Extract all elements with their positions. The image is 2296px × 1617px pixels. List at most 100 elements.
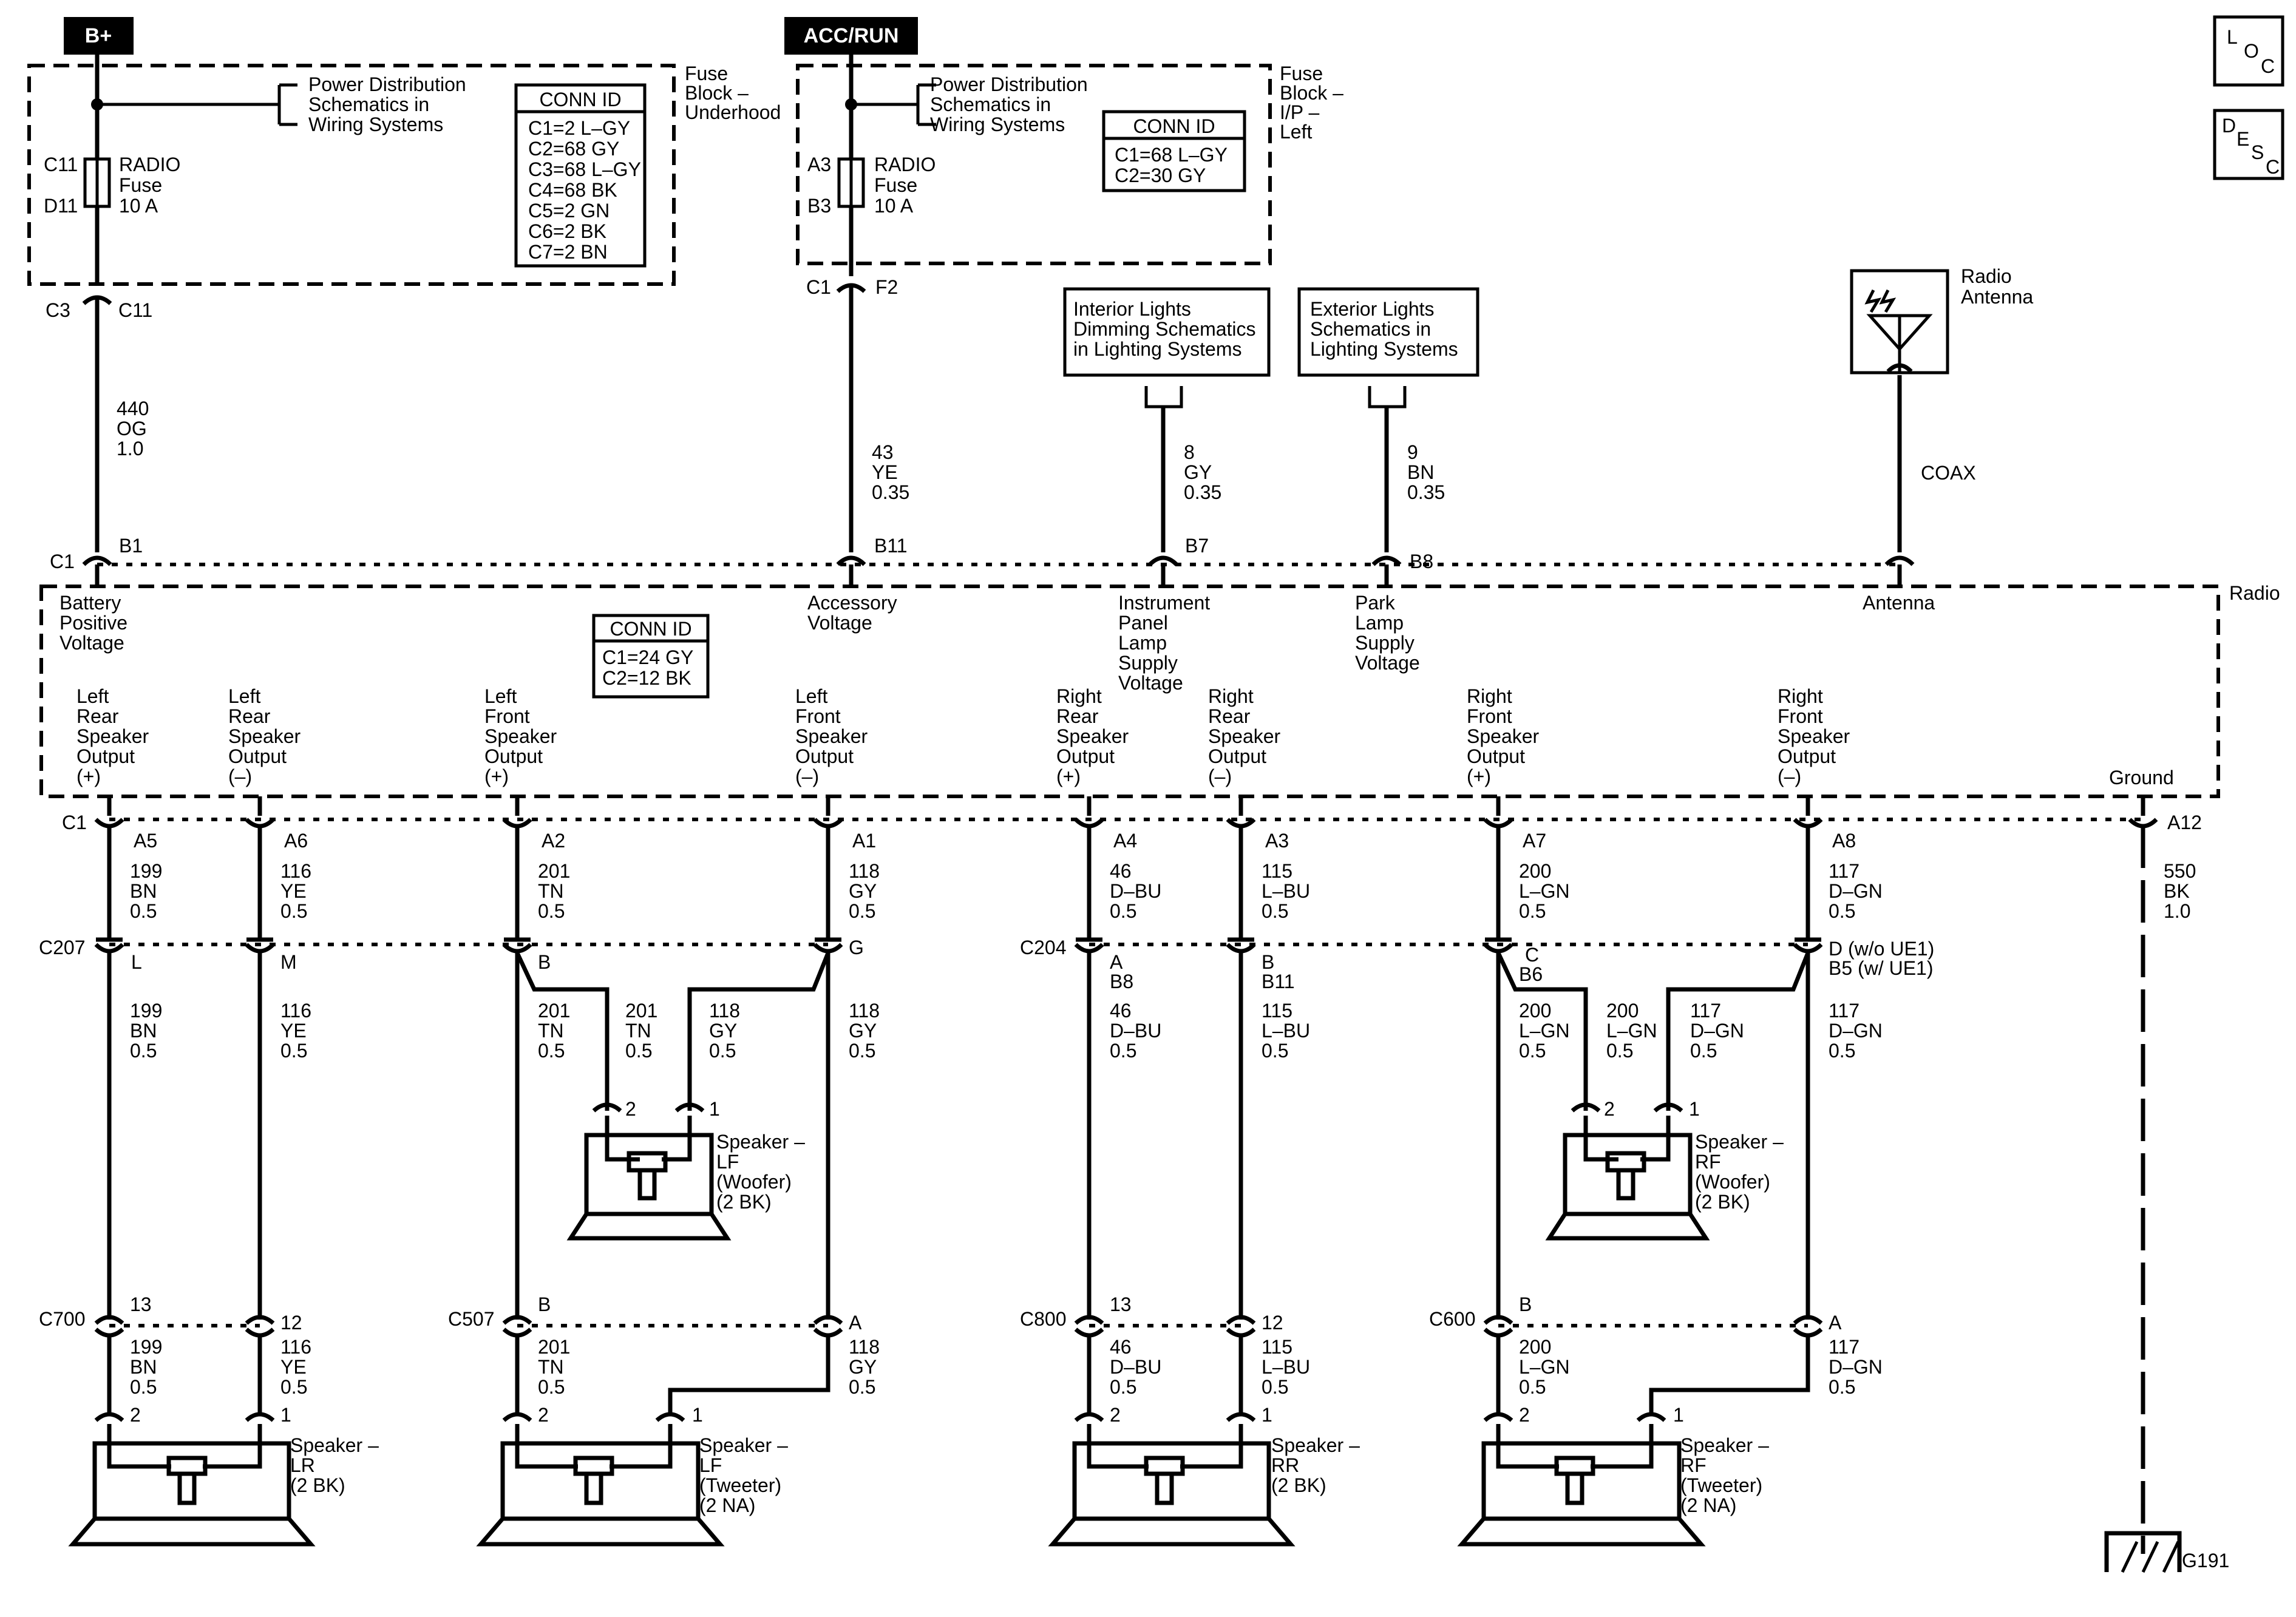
speaker-icon — [1481, 1441, 1682, 1521]
diagram-label: 2 — [538, 1404, 549, 1426]
diagram-label: BN — [130, 1356, 157, 1378]
diagram-label: B — [538, 1293, 551, 1315]
diagram-label: 46 — [1110, 1336, 1132, 1358]
diagram-label: RADIO — [874, 154, 936, 175]
diagram-label: A6 — [284, 830, 308, 852]
diagram-label: 115 — [1262, 1336, 1292, 1358]
radio-output-wires — [107, 825, 2145, 1554]
exterior-lights-reference[interactable]: Exterior Lights Schematics in Lighting S… — [1297, 287, 1479, 552]
diagram-label: 0.5 — [130, 1040, 157, 1062]
diagram-label: D–GN — [1829, 1020, 1883, 1042]
diagram-label: C1=24 GY — [602, 646, 693, 668]
diagram-label: GY — [849, 1356, 877, 1378]
diagram-label: TN — [538, 1356, 564, 1378]
interior-lights-reference[interactable]: Interior Lights Dimming Schematics in Li… — [1063, 287, 1271, 552]
conn-id-box-radio — [592, 614, 710, 699]
diagram-label: B11 — [1262, 971, 1295, 992]
diagram-label: 118 — [849, 1000, 880, 1022]
diagram-label: Block – — [685, 82, 749, 104]
diagram-label: C204 — [1020, 937, 1067, 958]
diagram-label: Output — [228, 745, 287, 767]
middle-wires — [107, 952, 1810, 1320]
diagram-label: Speaker — [1778, 725, 1850, 747]
diagram-label: (Woofer) — [1695, 1171, 1770, 1193]
diagram-label: 8 — [1184, 441, 1195, 463]
diagram-label: 1 — [1262, 1404, 1272, 1426]
diagram-label: C6=2 BK — [528, 220, 606, 242]
diagram-label: 0.35 — [1184, 481, 1221, 503]
diagram-label: 115 — [1262, 1000, 1292, 1022]
diagram-label: B — [1519, 1293, 1532, 1315]
speaker-rf-woofer: 2 1 Speaker – RF (Woofer) (2 BK) — [1545, 1098, 1784, 1241]
diagram-label: 2 — [1519, 1404, 1530, 1426]
diagram-label: 46 — [1110, 860, 1132, 882]
diagram-label: Rear — [228, 705, 271, 727]
diagram-label: Front — [795, 705, 841, 727]
loc-badge[interactable]: L O C — [2213, 15, 2284, 87]
diagram-label: Block – — [1280, 82, 1343, 104]
diagram-label: Interior Lights — [1073, 298, 1191, 320]
diagram-label: 550 — [2164, 860, 2196, 882]
diagram-label: D–GN — [1690, 1020, 1744, 1042]
diagram-label: 0.35 — [872, 481, 909, 503]
diagram-label: Fuse — [874, 174, 917, 196]
diagram-label: M — [280, 951, 297, 973]
diagram-label: 0.5 — [130, 900, 157, 922]
diagram-label: A12 — [2167, 812, 2202, 833]
diagram-label: Ground — [2109, 767, 2174, 788]
speaker-icon — [1072, 1441, 1271, 1521]
diagram-label: L–GN — [1606, 1020, 1657, 1042]
connector-c204: C204 A B8 B B11 C B6 D (w/o UE1) B5 (w/ … — [1020, 937, 1934, 992]
diagram-label: TN — [538, 880, 564, 902]
diagram-label: Output — [1467, 745, 1525, 767]
diagram-label: D–BU — [1110, 1020, 1161, 1042]
diagram-label: Speaker — [795, 725, 868, 747]
diagram-label: Front — [1778, 705, 1823, 727]
diagram-label: D–GN — [1829, 1356, 1883, 1378]
speaker-icon — [1563, 1133, 1693, 1216]
diagram-label: C — [2266, 156, 2280, 178]
diagram-label: Speaker – — [1680, 1434, 1769, 1456]
diagram-label: F2 — [875, 276, 898, 298]
diagram-label: (2 NA) — [1680, 1494, 1736, 1516]
diagram-label: Front — [484, 705, 530, 727]
diagram-label: CONN ID — [539, 89, 621, 110]
diagram-label: RF — [1680, 1454, 1707, 1476]
diagram-label: 440 — [117, 398, 149, 419]
diagram-label: 116 — [280, 1000, 311, 1022]
diagram-label: C2=68 GY — [528, 138, 619, 160]
diagram-label: L — [131, 951, 142, 973]
diagram-label: (Tweeter) — [1680, 1474, 1762, 1496]
diagram-label: YE — [872, 461, 898, 483]
diagram-label: 118 — [849, 1336, 880, 1358]
accrun-source: ACC/RUN — [784, 17, 918, 66]
diagram-label: A7 — [1523, 830, 1546, 852]
diagram-label: Schematics in — [1310, 318, 1431, 340]
diagram-label: A3 — [807, 154, 831, 175]
diagram-label: Speaker – — [290, 1434, 379, 1456]
diagram-label: Speaker – — [1695, 1131, 1784, 1153]
diagram-label: B5 (w/ UE1) — [1829, 957, 1933, 979]
diagram-label: 0.5 — [280, 1040, 307, 1062]
diagram-label: 1.0 — [2164, 900, 2190, 922]
connector-c3-c11: C3 C11 440 OG 1.0 — [46, 295, 152, 552]
diagram-label: C1 — [62, 812, 87, 833]
diagram-label: BN — [130, 880, 157, 902]
diagram-label: 2 — [130, 1404, 141, 1426]
conn-id-box-ip — [1102, 110, 1246, 192]
desc-badge[interactable]: D E S C — [2213, 109, 2284, 180]
diagram-label: A — [1110, 951, 1123, 973]
diagram-label: 115 — [1262, 860, 1292, 882]
connector-c1-f2: C1 F2 43 YE 0.35 — [806, 276, 909, 552]
diagram-label: Lighting Systems — [1310, 338, 1458, 360]
diagram-label: D11 — [44, 195, 78, 217]
diagram-label: 117 — [1829, 1336, 1860, 1358]
diagram-label: Output — [484, 745, 543, 767]
diagram-label: Radio — [1961, 265, 2012, 287]
diagram-label: LR — [290, 1454, 315, 1476]
diagram-label: (–) — [795, 765, 819, 787]
diagram-label: B1 — [119, 535, 143, 557]
diagram-label: Left — [484, 685, 517, 707]
